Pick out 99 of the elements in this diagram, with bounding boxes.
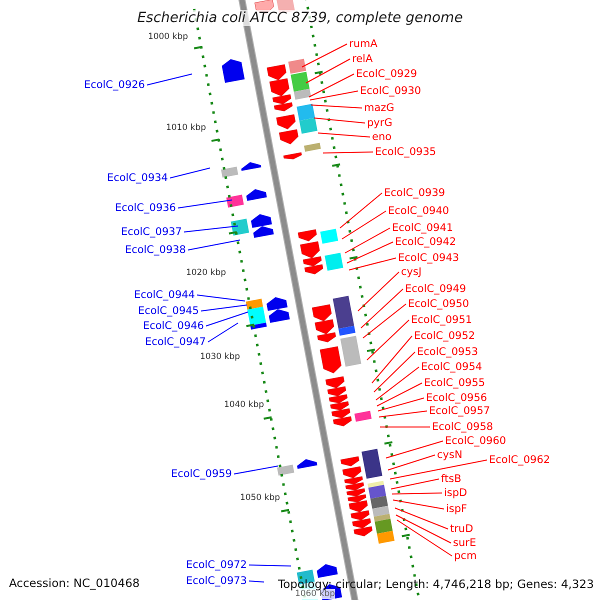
leader-line — [388, 454, 436, 470]
title: Escherichia coli ATCC 8739, complete genome — [136, 10, 464, 26]
gene-label: EcolC_0947 — [144, 336, 206, 348]
leader-line — [378, 398, 424, 412]
gene-label: EcolC_0953 — [417, 346, 478, 358]
scale-label: 1040 kbp — [224, 400, 264, 410]
gene-label: EcolC_0937 — [120, 226, 182, 238]
leader-line — [392, 492, 442, 494]
scale-label: 1010 kbp — [166, 123, 206, 133]
gene-label: EcolC_0945 — [138, 305, 199, 317]
leader-line — [342, 210, 386, 240]
gene-label: EcolC_0940 — [388, 205, 450, 217]
scale-label: 1050 kbp — [240, 493, 280, 503]
gene-label: EcolC_0951 — [411, 314, 472, 326]
leader-line — [380, 426, 430, 428]
gene-label: EcolC_0926 — [84, 79, 145, 91]
gene-label: EcolC_0950 — [408, 298, 470, 310]
gene-label: EcolC_0958 — [432, 421, 494, 433]
gene-label: EcolC_0973 — [186, 575, 247, 587]
gene-label: eno — [372, 131, 392, 143]
gene-label: EcolC_0954 — [421, 361, 482, 373]
leader-line — [358, 272, 400, 312]
gene-label: EcolC_0956 — [426, 392, 488, 404]
leader-line — [234, 466, 278, 474]
leader-line — [196, 294, 246, 302]
leader-line — [394, 508, 448, 530]
leader-line — [248, 580, 264, 582]
gene-label: cysN — [437, 449, 462, 461]
leader-line — [184, 226, 238, 232]
gene-label: truD — [450, 523, 474, 535]
leader-line — [206, 312, 248, 326]
leader-line — [314, 118, 366, 124]
gene-label: EcolC_0946 — [142, 320, 204, 332]
leader-line — [396, 514, 452, 544]
gene-label: EcolC_0936 — [114, 202, 176, 214]
leader-line — [302, 44, 348, 68]
gene-label: surE — [453, 537, 476, 549]
gene-label: ftsB — [441, 473, 462, 485]
leader-line — [376, 382, 422, 406]
gene-label: EcolC_0943 — [398, 252, 460, 264]
leader-line — [310, 104, 362, 108]
leader-line — [390, 478, 440, 490]
gene-label: EcolC_0959 — [170, 468, 232, 480]
gene-label: EcolC_0962 — [489, 454, 550, 466]
leader-line — [392, 500, 444, 510]
leader-line — [348, 258, 396, 270]
gene-label: EcolC_0942 — [395, 236, 456, 248]
leader-line — [376, 366, 420, 400]
accession-text: Accession: NC_010468 — [9, 576, 140, 590]
scale-label: 1020 kbp — [186, 268, 226, 278]
scale-label: 1000 kbp — [148, 32, 188, 42]
leader-line — [248, 564, 292, 566]
gene-label: ispF — [446, 503, 468, 515]
leader-line — [386, 440, 444, 458]
gene-label: EcolC_0939 — [384, 187, 446, 199]
gene-label: ispD — [444, 487, 468, 499]
leader-line — [344, 228, 390, 254]
leader-line — [188, 240, 240, 250]
gene-label: EcolC_0944 — [134, 289, 195, 301]
leader-line — [360, 288, 404, 328]
gene-label: EcolC_0935 — [375, 146, 436, 158]
leader-line — [170, 168, 210, 178]
gene-label: rumA — [349, 38, 378, 50]
gene-label: EcolC_0941 — [392, 222, 454, 234]
gene-label: EcolC_0972 — [186, 559, 247, 571]
gene-label: EcolC_0938 — [124, 244, 186, 256]
gene-label: EcolC_0957 — [429, 405, 490, 417]
leader-line — [178, 200, 232, 208]
gene-label: EcolC_0934 — [106, 172, 168, 184]
leader-line — [372, 336, 412, 384]
gene-label: EcolC_0930 — [360, 85, 422, 97]
leader-line — [308, 74, 354, 98]
leader-line — [322, 152, 374, 154]
leader-line — [310, 90, 358, 100]
gene-label: pyrG — [367, 117, 392, 129]
gene-label: EcolC_0929 — [356, 68, 418, 80]
gene-label: relA — [352, 53, 373, 65]
leader-line — [362, 304, 406, 338]
leader-line — [306, 58, 350, 84]
leader-line — [318, 132, 370, 138]
gene-label: EcolC_0952 — [414, 330, 476, 342]
leader-line — [200, 304, 248, 312]
gene-label: pcm — [454, 550, 477, 562]
gene-label: EcolC_0955 — [424, 377, 486, 389]
gene-label: mazG — [364, 102, 394, 114]
leader-line — [340, 192, 382, 228]
scale-label: 1030 kbp — [200, 352, 240, 362]
leader-line — [378, 410, 428, 418]
leader-line — [146, 74, 192, 86]
scale-label: 1060 kbp — [294, 589, 335, 599]
gene-label: EcolC_0960 — [445, 435, 506, 447]
leader-line — [390, 460, 488, 480]
leader-line — [374, 352, 416, 392]
gene-label: EcolC_0949 — [405, 283, 466, 295]
leader-line — [208, 322, 238, 342]
leader-line — [366, 320, 410, 360]
gene-label: cysJ — [401, 266, 422, 278]
leader-line — [346, 242, 394, 264]
leader-line — [396, 520, 452, 556]
